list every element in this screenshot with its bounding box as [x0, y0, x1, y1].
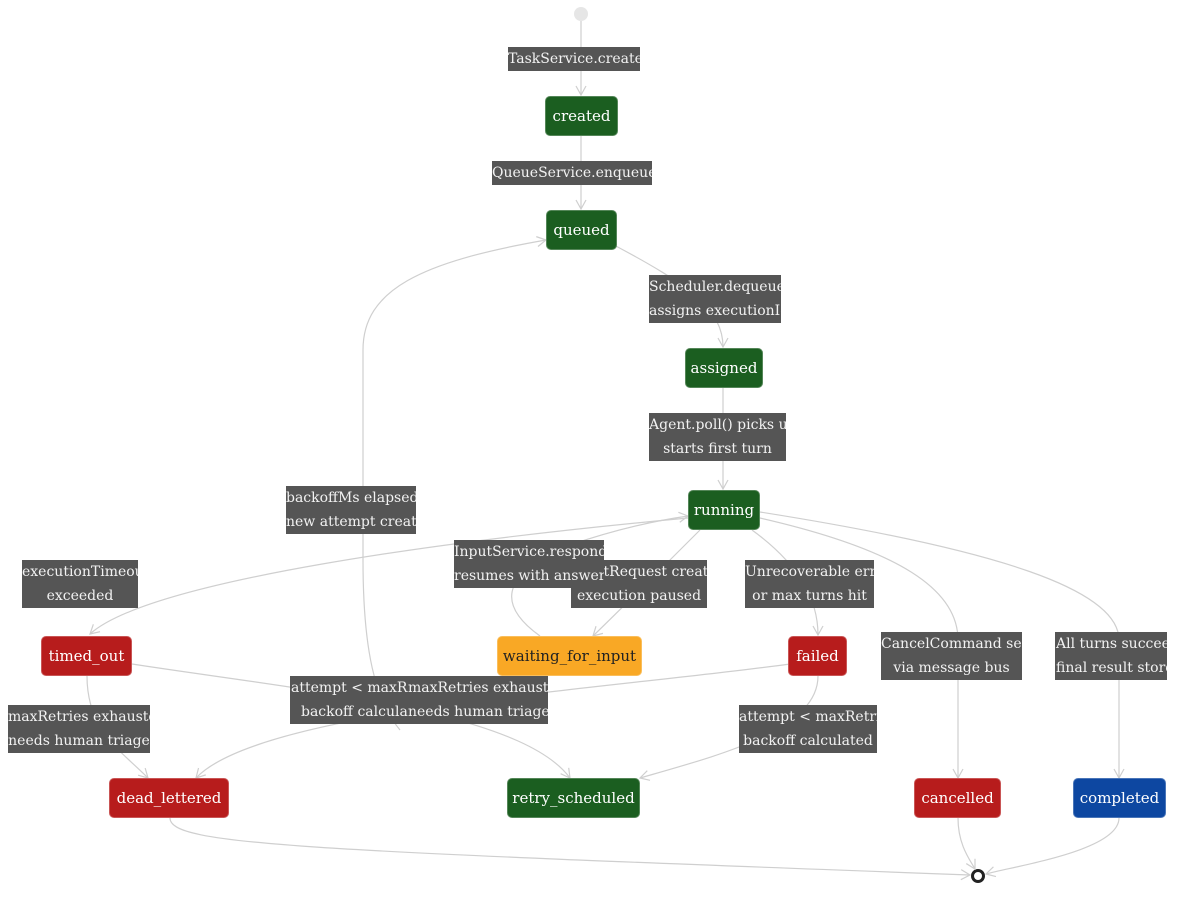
- edge-running-timedout: [89, 517, 689, 635]
- state-assigned[interactable]: assigned: [685, 348, 763, 388]
- edge-running-cancelled: [759, 517, 964, 780]
- state-created-label: created: [552, 107, 611, 125]
- label-failed-retry-line1: attempt < maxRetries: [739, 709, 877, 725]
- state-retry-scheduled-label: retry_scheduled: [512, 789, 635, 807]
- label-complete-line2: final result stored: [1056, 660, 1167, 676]
- label-create-line1: TaskService.create(): [508, 51, 640, 67]
- label-failed-dead-line1: maxRetries exhausted: [408, 680, 548, 696]
- label-fail-line2: or max turns hit: [752, 588, 867, 604]
- state-created[interactable]: created: [545, 96, 618, 136]
- label-timeout-dead-line2: needs human triage: [8, 733, 150, 749]
- state-completed[interactable]: completed: [1073, 778, 1166, 818]
- edge-deadlettered-end: [169, 817, 972, 881]
- label-backoff-elapsed-line2: new attempt created: [286, 514, 416, 530]
- label-timeout-retry: attempt < maxRetries backoff calculated: [290, 676, 414, 724]
- state-cancelled[interactable]: cancelled: [914, 778, 1001, 818]
- label-input-request-line2: execution paused: [576, 588, 702, 604]
- edge-completed-end: [984, 817, 1120, 878]
- label-failed-dead-line2: needs human triage: [408, 704, 548, 720]
- label-complete: All turns succeed final result stored: [1055, 632, 1167, 680]
- label-timeout: executionTimeout exceeded: [22, 560, 138, 608]
- state-retry-scheduled[interactable]: retry_scheduled: [507, 778, 640, 818]
- state-running-label: running: [693, 501, 755, 519]
- label-complete-line1: All turns succeed: [1056, 636, 1167, 652]
- state-waiting-for-input-label: waiting_for_input: [502, 647, 637, 665]
- state-failed[interactable]: failed: [788, 636, 847, 676]
- start-node: [574, 7, 588, 21]
- label-cancel-line2: via message bus: [893, 660, 1010, 676]
- state-assigned-label: assigned: [690, 359, 758, 377]
- edge-cancelled-end: [957, 817, 976, 871]
- label-input-request-line1: InputRequest created: [571, 564, 707, 580]
- label-timeout-dead: maxRetries exhausted needs human triage: [8, 705, 150, 753]
- state-timed-out-label: timed_out: [48, 647, 125, 665]
- label-cancel-line1: CancelCommand sent: [881, 636, 1022, 652]
- label-dequeue-line1: Scheduler.dequeue(): [649, 279, 781, 295]
- label-timeout-retry-line2: backoff calculated: [301, 704, 414, 720]
- label-failed-retry: attempt < maxRetries backoff calculated: [739, 705, 877, 753]
- label-timeout-line2: exceeded: [46, 588, 114, 604]
- state-completed-label: completed: [1079, 789, 1160, 807]
- label-poll: Agent.poll() picks up starts first turn: [649, 413, 786, 461]
- label-create: TaskService.create(): [508, 47, 640, 71]
- state-failed-label: failed: [796, 647, 839, 665]
- state-queued-label: queued: [553, 221, 610, 239]
- state-dead-lettered-label: dead_lettered: [116, 789, 222, 807]
- label-poll-line1: Agent.poll() picks up: [649, 417, 786, 433]
- label-enqueue-line1: QueueService.enqueue(): [492, 165, 652, 181]
- label-input-respond-line1: InputService.respond(): [454, 544, 604, 560]
- label-dequeue-line2: assigns executionId: [649, 303, 781, 319]
- label-backoff-elapsed-line1: backoffMs elapsed: [286, 490, 416, 506]
- state-dead-lettered[interactable]: dead_lettered: [109, 778, 229, 818]
- label-input-respond: InputService.respond() resumes with answ…: [454, 540, 604, 588]
- label-poll-line2: starts first turn: [663, 441, 772, 457]
- label-enqueue: QueueService.enqueue(): [492, 161, 652, 185]
- label-timeout-retry-line1: attempt < maxRetries: [291, 680, 414, 696]
- label-input-respond-line2: resumes with answer: [454, 568, 604, 584]
- label-cancel: CancelCommand sent via message bus: [881, 632, 1022, 680]
- label-dequeue: Scheduler.dequeue() assigns executionId: [649, 275, 781, 323]
- label-failed-retry-line2: backoff calculated: [743, 733, 873, 749]
- edge-running-completed: [759, 511, 1125, 780]
- state-running[interactable]: running: [688, 490, 760, 530]
- state-waiting-for-input[interactable]: waiting_for_input: [497, 636, 642, 676]
- label-failed-dead: maxRetries exhausted needs human triage: [408, 676, 548, 724]
- state-queued[interactable]: queued: [546, 210, 617, 250]
- label-timeout-line1: executionTimeout: [22, 564, 138, 580]
- state-timed-out[interactable]: timed_out: [41, 636, 132, 676]
- label-backoff-elapsed: backoffMs elapsed new attempt created: [286, 486, 416, 534]
- label-timeout-dead-line1: maxRetries exhausted: [8, 709, 150, 725]
- end-node: [971, 869, 985, 883]
- state-cancelled-label: cancelled: [921, 789, 994, 807]
